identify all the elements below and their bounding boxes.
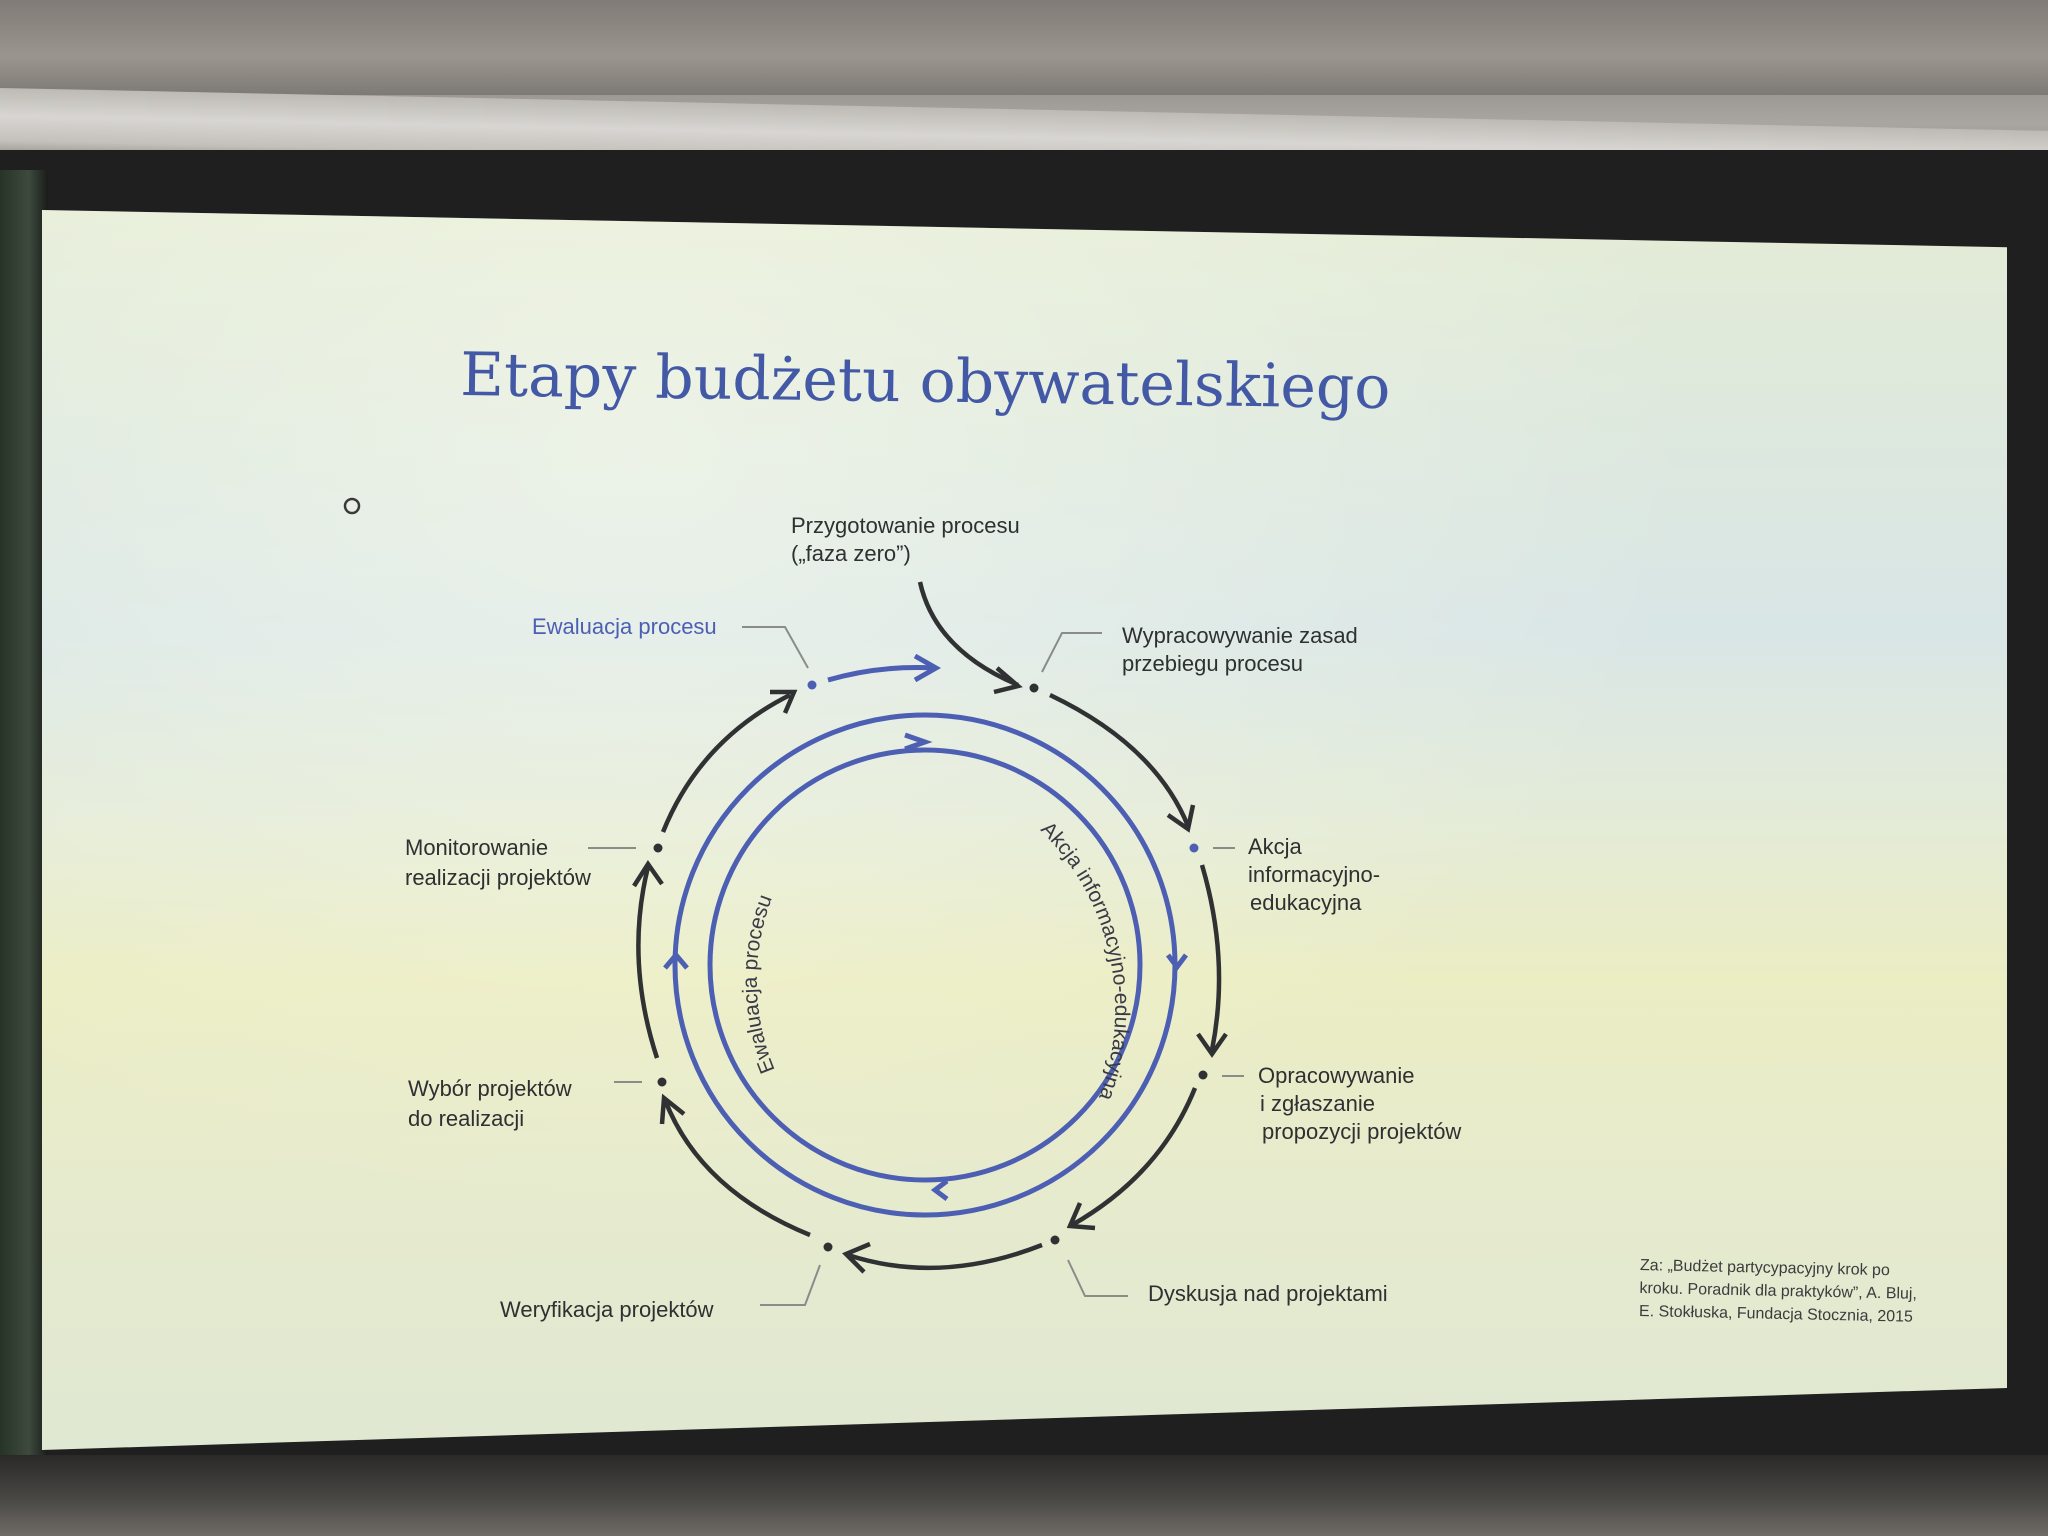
ring-label-evaluation: Ewaluacja procesu xyxy=(739,892,780,1077)
source-line3: E. Stokłuska, Fundacja Stocznia, 2015 xyxy=(1639,1303,1913,1326)
label-monitoring-line1: Monitorowanie xyxy=(405,835,548,860)
arrowhead-selection xyxy=(659,1093,686,1125)
label-discussion: Dyskusja nad projektami xyxy=(1148,1281,1388,1306)
label-rules-line1: Wypracowywanie zasad xyxy=(1122,623,1358,648)
source-line2: kroku. Poradnik dla praktyków”, A. Bluj, xyxy=(1639,1280,1917,1303)
source-note: Za: „Budżet partycypacyjny krok po kroku… xyxy=(1639,1257,1917,1326)
inner-ring-arrow-top xyxy=(904,732,933,752)
arrowhead-info xyxy=(1166,804,1196,833)
arc-monitoring-to-evaluation xyxy=(660,692,792,833)
arrowhead-verification xyxy=(842,1241,871,1274)
label-info-line1: Akcja xyxy=(1248,834,1303,859)
label-preparation-line2: („faza zero”) xyxy=(791,541,911,566)
arc-selection-to-monitoring xyxy=(636,866,660,1059)
preparation-arrowhead xyxy=(993,666,1023,695)
leader-evaluation xyxy=(742,626,809,669)
cursor-icon xyxy=(343,497,361,515)
arrowhead-evaluation xyxy=(770,689,798,714)
proposals-dot xyxy=(1198,1070,1208,1080)
label-proposals-line2: i zgłaszanie xyxy=(1260,1091,1375,1116)
arc-verification-to-selection xyxy=(662,1099,811,1238)
evaluation-arc-arrowhead xyxy=(913,653,942,683)
leader-verification xyxy=(760,1264,821,1306)
outer-ring-arrow-left xyxy=(663,951,689,970)
projector-screen-bottom-rail xyxy=(0,1455,2048,1536)
arc-info-to-proposals xyxy=(1199,864,1222,1051)
outer-ring-arrow-right xyxy=(1166,953,1188,972)
label-verification: Weryfikacja projektów xyxy=(500,1297,714,1322)
label-preparation-line1: Przygotowanie procesu xyxy=(791,513,1020,538)
leader-rules xyxy=(1041,632,1102,673)
slide-title: Etapy budżetu obywatelskiego xyxy=(460,340,1391,423)
label-proposals-line3: propozycji projektów xyxy=(1262,1119,1461,1144)
inner-ring-arrow-bottom xyxy=(930,1179,949,1201)
ceiling xyxy=(0,0,2048,95)
arrowhead-monitoring xyxy=(632,859,664,888)
projected-slide xyxy=(42,210,2007,1450)
arc-proposals-to-discussion xyxy=(1070,1087,1198,1227)
label-rules-line2: przebiegu procesu xyxy=(1122,651,1303,676)
verification-dot xyxy=(823,1242,833,1252)
label-monitoring-line2: realizacji projektów xyxy=(405,865,591,890)
arrowhead-proposals xyxy=(1196,1032,1228,1058)
label-proposals-line1: Opracowywanie xyxy=(1258,1063,1415,1088)
arrowhead-discussion xyxy=(1066,1202,1096,1231)
info-dot xyxy=(1189,843,1199,853)
label-info-line2: informacyjno- xyxy=(1248,862,1380,887)
arc-discussion-to-verification xyxy=(847,1242,1043,1271)
label-selection-line2: do realizacji xyxy=(408,1106,524,1131)
discussion-dot xyxy=(1050,1235,1060,1245)
label-info-line3: edukacyjna xyxy=(1250,890,1362,915)
leader-discussion xyxy=(1067,1259,1128,1297)
evaluation-arc-arrow xyxy=(827,665,936,683)
label-evaluation: Ewaluacja procesu xyxy=(532,614,717,639)
selection-dot xyxy=(657,1077,667,1087)
label-selection-line1: Wybór projektów xyxy=(408,1076,572,1101)
rules-dot xyxy=(1029,683,1039,693)
source-line1: Za: „Budżet partycypacyjny krok po xyxy=(1640,1257,1890,1279)
left-wall-edge xyxy=(0,170,48,1470)
ring-label-info: Akcja informacyjno-edukacyjna xyxy=(1036,817,1133,1103)
inner-blue-ring xyxy=(707,747,1143,1183)
monitoring-dot xyxy=(653,843,663,853)
evaluation-dot xyxy=(807,680,817,690)
arc-rules-to-info xyxy=(1049,692,1191,827)
preparation-arrow xyxy=(917,581,1019,688)
